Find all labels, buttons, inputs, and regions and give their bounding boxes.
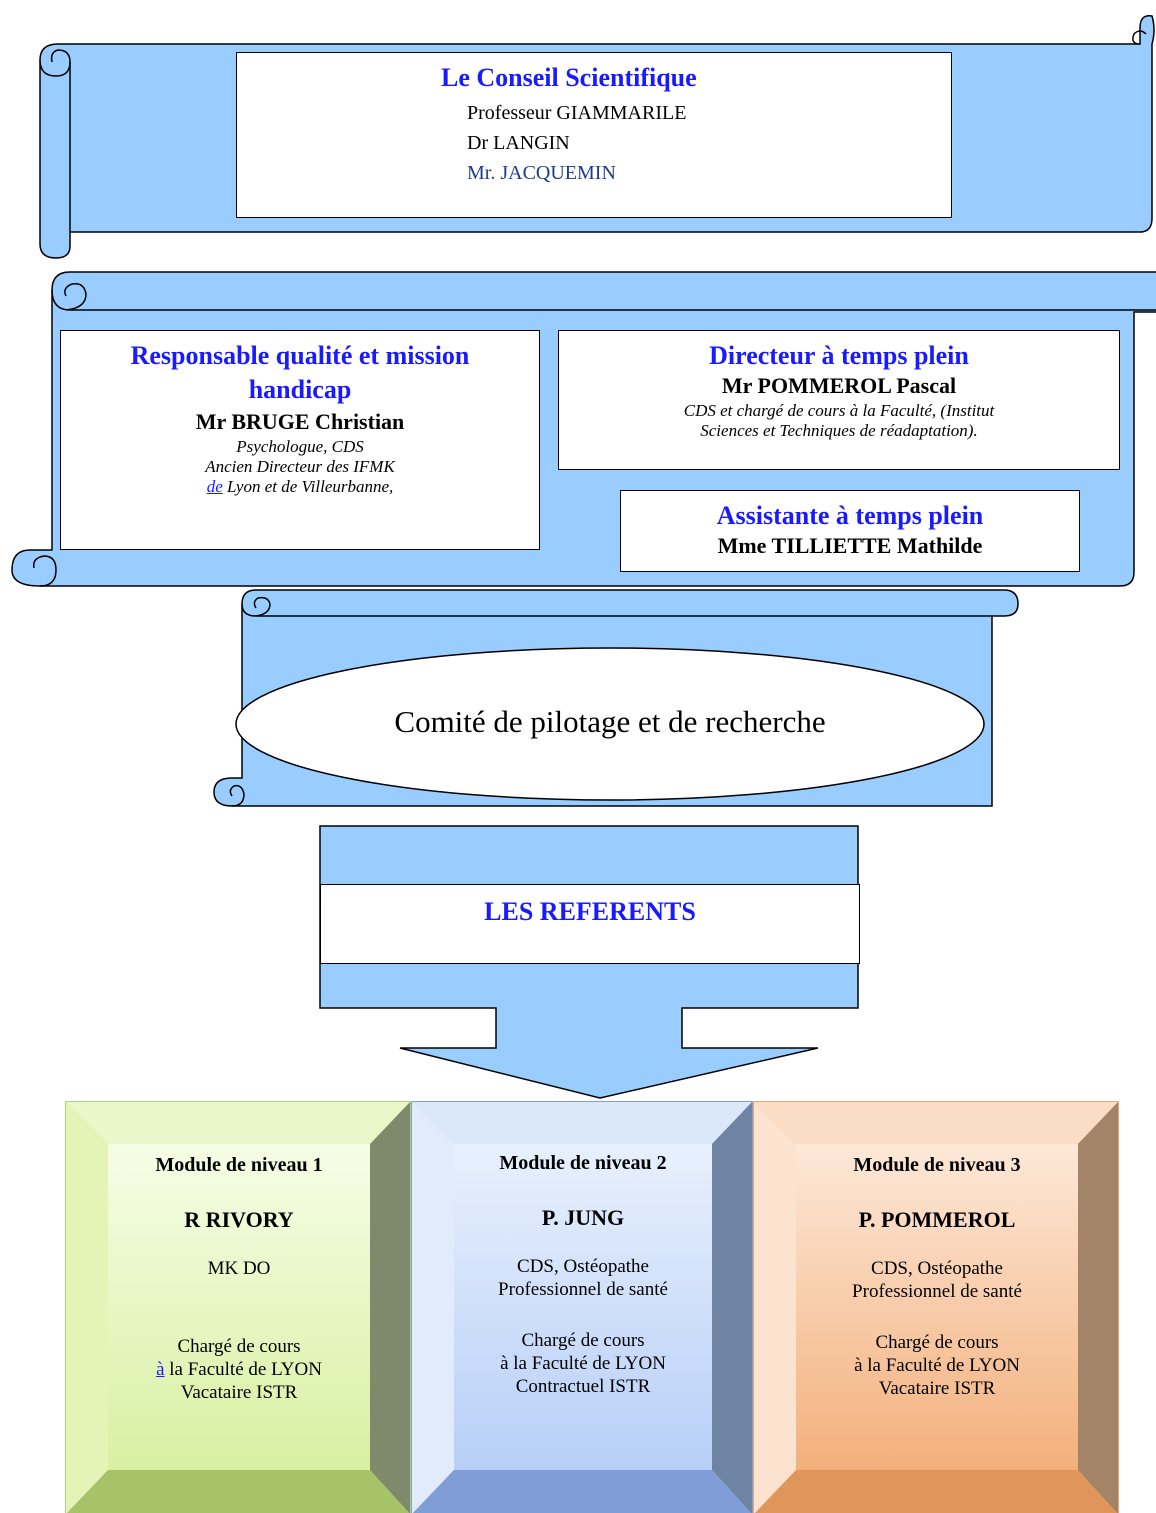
module-2-name: P. JUNG	[541, 1205, 625, 1230]
director-title: Directeur à temps plein	[709, 341, 969, 370]
module-2-line3: Chargé de cours	[521, 1330, 645, 1351]
module-2-title: Module de niveau 2	[499, 1152, 667, 1174]
scientific-council-box: Le Conseil Scientifique Professeur GIAMM…	[236, 52, 952, 218]
module-3-line2: Professionnel de santé	[852, 1281, 1022, 1302]
director-desc-1: CDS et chargé de cours à la Faculté, (In…	[683, 401, 995, 420]
quality-title-line1: Responsable qualité et mission	[130, 341, 470, 370]
module-3-name: P. POMMEROL	[858, 1207, 1016, 1232]
quality-role-1: Psychologue, CDS	[236, 437, 364, 456]
assistant-box: Assistante à temps plein Mme TILLIETTE M…	[620, 490, 1080, 572]
committee-label: Comité de pilotage et de recherche	[394, 704, 826, 739]
council-member-3: Mr. JACQUEMIN	[467, 162, 616, 184]
module-1-line4: à la Faculté de LYON	[108, 1358, 370, 1381]
council-member-2: Dr LANGIN	[467, 132, 570, 154]
module-1-name: R RIVORY	[184, 1207, 294, 1232]
council-member-1: Professeur GIAMMARILE	[467, 102, 687, 124]
module-3-line1: CDS, Ostéopathe	[871, 1258, 1003, 1279]
module-3-content: Module de niveau 3 P. POMMEROL CDS, Osté…	[796, 1154, 1078, 1400]
module-1-line2	[108, 1280, 370, 1303]
module-1-line4-rest: la Faculté de LYON	[164, 1359, 322, 1380]
committee-ellipse	[235, 647, 985, 801]
module-1-content: Module de niveau 1 R RIVORY MK DO Chargé…	[108, 1154, 370, 1404]
module-3-line3: Chargé de cours	[875, 1332, 999, 1353]
referents-label: LES REFERENTS	[484, 897, 696, 926]
quality-title-line2: handicap	[248, 375, 352, 404]
quality-role-2: Ancien Directeur des IFMK	[205, 457, 395, 476]
director-name: Mr POMMEROL Pascal	[721, 373, 957, 398]
module-2-line2: Professionnel de santé	[498, 1279, 668, 1300]
module-1-line5: Vacataire ISTR	[180, 1382, 298, 1403]
module-2-content: Module de niveau 2 P. JUNG CDS, Ostéopat…	[454, 1152, 712, 1398]
module-box-3	[753, 1101, 1119, 1513]
module-3-title: Module de niveau 3	[853, 1154, 1021, 1176]
assistant-name: Mme TILLIETTE Mathilde	[717, 533, 983, 558]
quality-role-3-rest: Lyon et de Villeurbanne,	[222, 477, 394, 496]
module-box-2	[411, 1101, 753, 1513]
module-2-line1: CDS, Ostéopathe	[517, 1256, 649, 1277]
quality-box: Responsable qualité et mission handicap …	[60, 330, 540, 550]
module-2-line4-rest: à la Faculté de LYON	[500, 1353, 666, 1374]
referents-box: LES REFERENTS	[320, 884, 860, 964]
quality-name: Mr BRUGE Christian	[195, 409, 405, 434]
module-3-line5: Vacataire ISTR	[878, 1378, 996, 1399]
module-2-line5: Contractuel ISTR	[515, 1376, 651, 1397]
director-desc-2: Sciences et Techniques de réadaptation).	[700, 421, 978, 440]
module-3-line4-rest: à la Faculté de LYON	[854, 1355, 1020, 1376]
director-box: Directeur à temps plein Mr POMMEROL Pasc…	[558, 330, 1120, 470]
module-1-line4-link[interactable]: à	[156, 1359, 165, 1380]
scientific-council-title: Le Conseil Scientifique	[441, 63, 697, 92]
module-box-1	[65, 1101, 411, 1513]
module-2-line4: à la Faculté de LYON	[454, 1352, 712, 1375]
quality-role-3: de Lyon et de Villeurbanne,	[61, 477, 539, 497]
module-1-line1: MK DO	[207, 1258, 271, 1279]
quality-role-3-link[interactable]: de	[206, 477, 223, 496]
module-3-line4: à la Faculté de LYON	[796, 1354, 1078, 1377]
assistant-title: Assistante à temps plein	[716, 501, 984, 530]
module-1-title: Module de niveau 1	[155, 1154, 323, 1176]
module-1-line3: Chargé de cours	[177, 1336, 301, 1357]
